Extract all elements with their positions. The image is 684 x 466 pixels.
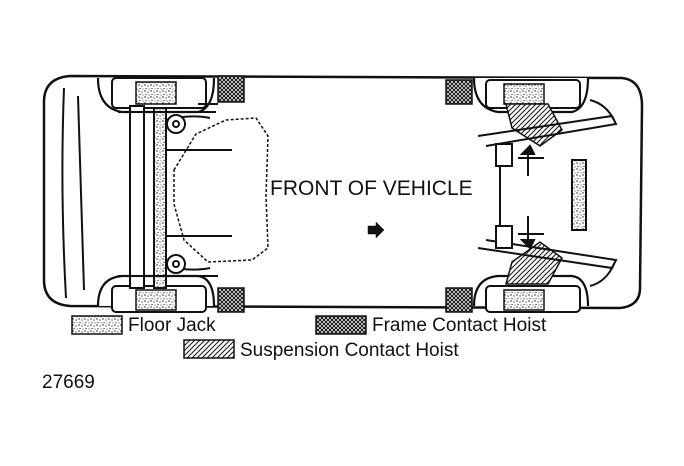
legend-label-floor-jack: Floor Jack xyxy=(128,315,216,336)
rear-axle-structure xyxy=(61,87,232,299)
legend-label-frame-contact-hoist: Frame Contact Hoist xyxy=(372,315,547,336)
figure-number: 27669 xyxy=(42,372,95,393)
front-of-vehicle-label: FRONT OF VEHICLE xyxy=(268,177,475,200)
vehicle-body-outline xyxy=(42,74,644,310)
floor-pan-outline xyxy=(173,117,269,263)
front-suspension-structure xyxy=(477,99,618,287)
floor-jack-points xyxy=(135,81,545,311)
legend-label-suspension-contact-hoist: Suspension Contact Hoist xyxy=(240,340,459,361)
legend-swatch-suspension-contact-hoist xyxy=(183,339,235,359)
legend-swatch-floor-jack xyxy=(71,315,123,335)
frame-contact-points xyxy=(217,75,473,313)
front-direction-arrow xyxy=(367,221,385,239)
legend-swatch-frame-contact-hoist xyxy=(315,315,367,335)
